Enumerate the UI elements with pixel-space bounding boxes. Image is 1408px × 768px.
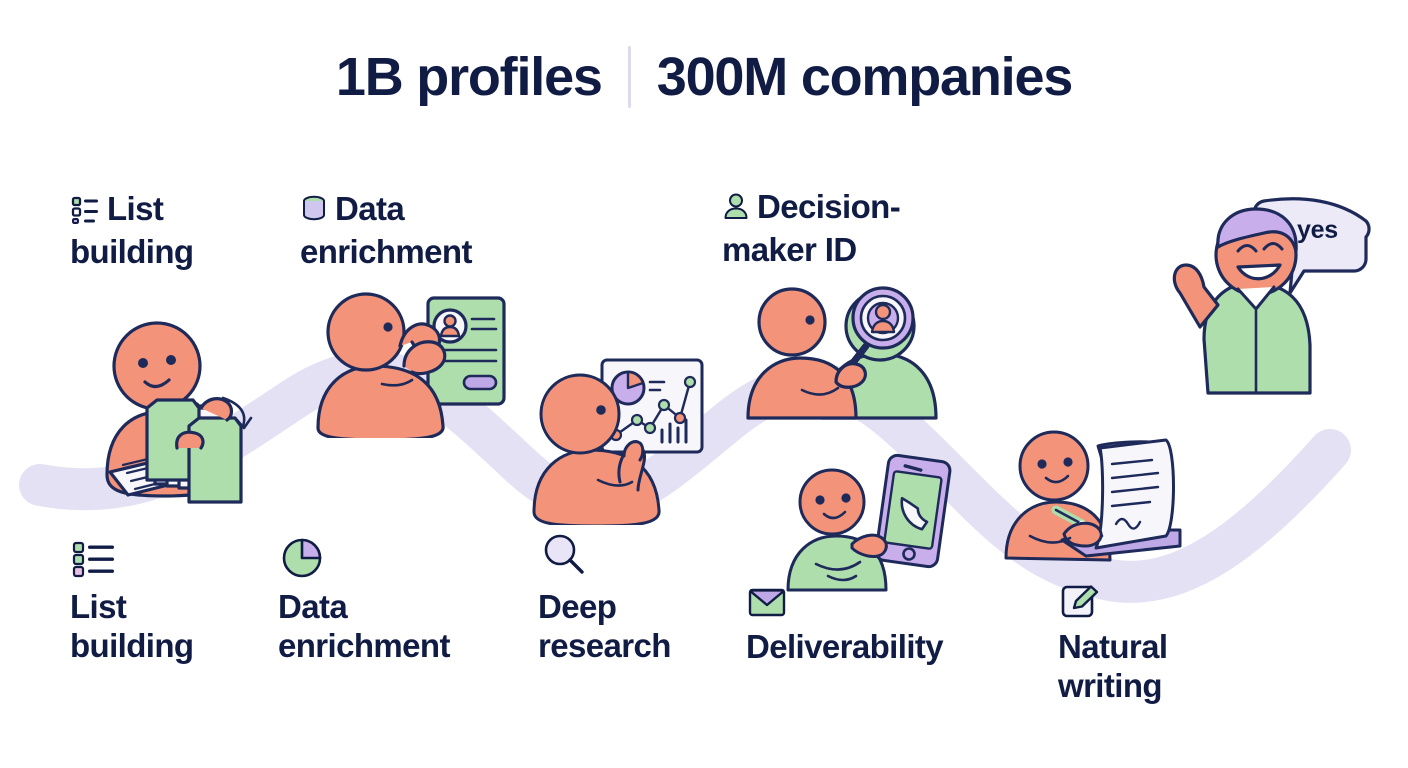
label-list-building-bottom: List building (70, 541, 194, 666)
label-text-line2: writing (1058, 666, 1163, 704)
label-text-line1: Deliverability (746, 628, 944, 665)
label-text-line1: Natural (1058, 628, 1168, 665)
deliverability-scene (786, 453, 952, 592)
label-text-line1: Deep (538, 588, 617, 625)
data-enrichment-scene (316, 292, 506, 438)
label-natural-writing-bottom: Natural writing (1058, 585, 1168, 706)
pencil-square-icon (1060, 582, 1102, 631)
natural-writing-scene (1004, 430, 1182, 562)
label-text-line2: building (70, 232, 194, 270)
list-bullets-icon (72, 540, 118, 589)
label-text-line2: building (70, 626, 194, 664)
stat-profiles: 1B profiles (335, 47, 603, 107)
decision-maker-scene (746, 286, 938, 420)
deep-research-scene (532, 358, 704, 525)
headline: 1B profiles 300M companies (0, 46, 1408, 108)
label-text-line1: Data (335, 190, 405, 227)
speech-bubble-text: yes (1297, 216, 1338, 244)
magnifier-icon (540, 530, 588, 589)
label-text-line2: research (538, 626, 671, 664)
label-text-line2: enrichment (300, 232, 472, 270)
database-icon (300, 194, 328, 233)
flow-ribbon (19, 350, 1351, 603)
list-building-scene (105, 321, 253, 504)
label-text-line1: Decision- (757, 188, 901, 225)
envelope-icon (748, 586, 788, 629)
person-icon (722, 192, 750, 231)
headline-divider (627, 46, 631, 108)
label-text-line1: List (107, 190, 164, 227)
label-text-line2: enrichment (278, 626, 450, 664)
label-list-building-top: List building (70, 190, 194, 272)
pie-chart-icon (280, 532, 328, 589)
label-text-line1: Data (278, 588, 348, 625)
label-text-line1: List (70, 588, 127, 625)
label-data-enrichment-bottom: Data enrichment (278, 538, 450, 666)
label-text-line2: maker ID (722, 230, 857, 268)
label-deliverability-bottom: Deliverability (746, 588, 944, 667)
label-data-enrichment-top: Data enrichment (300, 190, 472, 272)
label-deep-research-bottom: Deep research (538, 534, 671, 666)
stat-companies: 300M companies (656, 47, 1074, 107)
happy-person-scene (1172, 197, 1371, 395)
list-checklist-icon (70, 194, 100, 233)
label-decision-maker-top: Decision- maker ID (722, 188, 901, 270)
